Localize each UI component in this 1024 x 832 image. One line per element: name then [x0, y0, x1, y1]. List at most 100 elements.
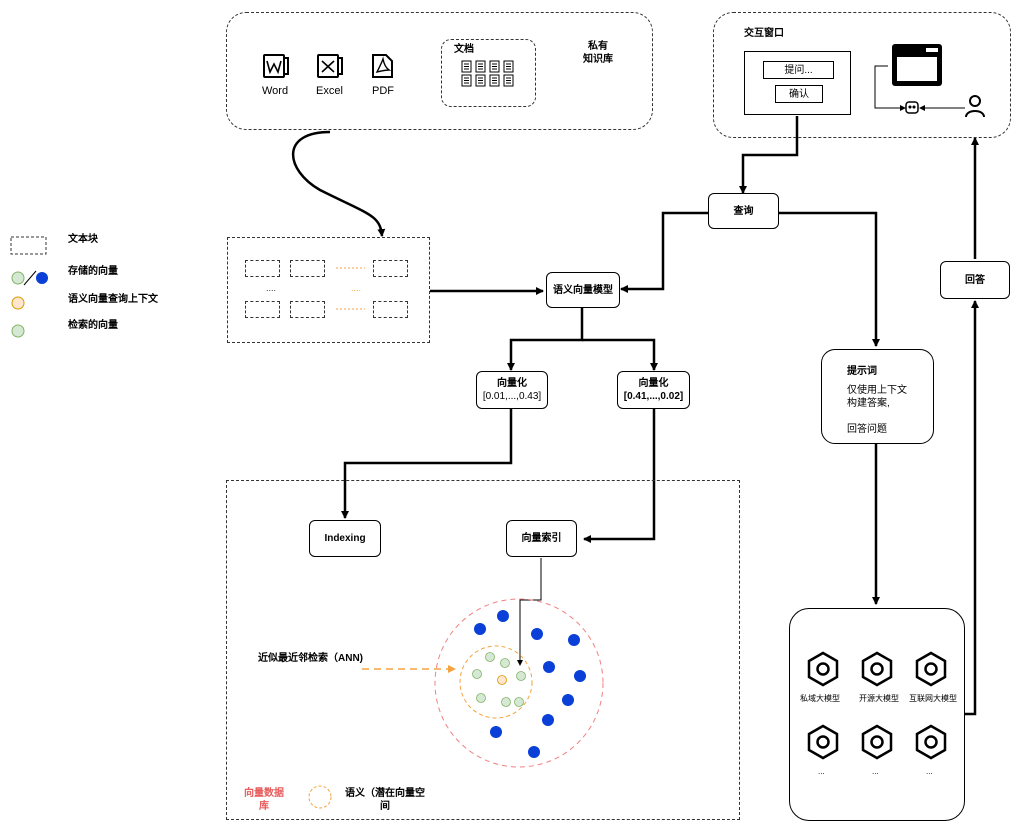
prompt-body: 仅使用上下文 构建答案, 回答问题 [847, 385, 907, 435]
text-chunk [245, 260, 280, 277]
model-label-internet: 互联网大模型 [909, 694, 957, 703]
legend-stored-green-dot [11, 271, 25, 285]
query-to-prompt-arrow [779, 211, 880, 347]
browser-window-icon [892, 44, 942, 86]
stored-vector-dot [497, 610, 509, 622]
vector-right-to-index-arrow [583, 409, 656, 543]
confirm-button[interactable]: 确认 [775, 85, 823, 103]
model-icons [807, 651, 947, 760]
text-chunk [290, 260, 325, 277]
stored-vector-dot [568, 634, 580, 646]
vector-index-box: 向量索引 [506, 520, 577, 557]
ask-button[interactable]: 提问... [763, 61, 834, 79]
private-kb-label: 私有 知识库 [583, 41, 613, 65]
chunk-ellipsis: .... [266, 283, 277, 293]
retrieved-vector-dot [472, 669, 482, 679]
vector-left-to-indexing-arrow [341, 409, 513, 519]
stored-vector-dot [490, 726, 502, 738]
llm-hexagon-icon [861, 724, 893, 760]
models-to-answer-arrow [965, 300, 979, 716]
query-vector-dot [497, 675, 507, 685]
sources-to-chunks-arrow [291, 130, 386, 237]
excel-icon [317, 54, 343, 78]
stored-vector-dot [542, 714, 554, 726]
model-label-private: 私域大模型 [800, 694, 840, 703]
documents-title: 文档 [454, 44, 474, 55]
vectorize-right-box: 向量化 [0.41,...,0.02] [617, 371, 690, 409]
pdf-icon [372, 54, 393, 78]
legend-stored-blue-dot [36, 272, 48, 284]
word-label: Word [262, 85, 289, 97]
window-to-bot-connector [874, 65, 906, 111]
vectorize-left-title: 向量化 [497, 378, 527, 389]
legend-retrieved-vector-label: 检索的向量 [68, 320, 118, 331]
stored-vector-dot [474, 623, 486, 635]
legend-text-block-label: 文本块 [68, 234, 98, 245]
stored-vectors [474, 610, 586, 758]
model-label-more: ... [872, 767, 879, 776]
stored-vector-dot [562, 694, 574, 706]
documents-group [441, 39, 536, 107]
model-to-vector-left-arrow [507, 308, 584, 371]
indexing-box: Indexing [309, 520, 381, 557]
document-icon [489, 60, 500, 73]
excel-label: Excel [316, 85, 343, 97]
legend-stored-vector-label: 存储的向量 [68, 266, 118, 277]
legend-query-context-label: 语义向量查询上下文 [68, 294, 158, 305]
sources-container [226, 12, 653, 130]
interaction-window-title: 交互窗口 [744, 28, 784, 39]
document-icon [489, 74, 500, 87]
ann-label: 近似最近邻检索（ANN) [258, 653, 363, 664]
retrieved-vector-dot [516, 671, 526, 681]
semantic-space-legend-circle [308, 785, 332, 809]
document-icons [461, 60, 514, 87]
vectorize-left-value: [0.01,...,0.43] [482, 391, 542, 402]
document-icon [461, 60, 472, 73]
legend-retrieved-dot [11, 324, 25, 338]
retrieved-vector-dot [485, 652, 495, 662]
vector-space-circle [434, 598, 604, 768]
vectorize-right-title: 向量化 [638, 378, 669, 389]
user-icon [965, 95, 985, 118]
vectorize-right-value: [0.41,...,0.02] [623, 391, 684, 402]
stored-vector-dot [543, 661, 555, 673]
text-chunk [373, 301, 408, 318]
document-icon [503, 60, 514, 73]
stored-vector-dot [531, 628, 543, 640]
model-label-open-source: 开源大模型 [859, 694, 899, 703]
models-container [789, 608, 965, 821]
model-to-vector-right-arrow [582, 338, 658, 371]
vector-db-label: 向量数据 库 [244, 788, 284, 812]
query-to-model-arrow [620, 211, 708, 293]
prompt-box: 提示词 仅使用上下文 构建答案, 回答问题 [821, 349, 934, 444]
legend-text-block-swatch [10, 236, 47, 255]
query-context-circle [459, 645, 533, 719]
stored-vector-dot [574, 670, 586, 682]
llm-hexagon-icon [915, 651, 947, 687]
retrieved-vector-dot [500, 658, 510, 668]
word-icon [263, 54, 289, 78]
interaction-window-container [713, 12, 1011, 138]
interaction-panel [744, 51, 851, 115]
retrieved-vector-dot [514, 697, 524, 707]
document-icon [475, 60, 486, 73]
pdf-label: PDF [372, 85, 394, 97]
document-icon [475, 74, 486, 87]
document-icon [461, 74, 472, 87]
window-to-query-arrow [739, 116, 799, 194]
vectorize-left-box: 向量化 [0.01,...,0.43] [476, 371, 548, 409]
embedding-model-box: 语义向量模型 [546, 272, 620, 308]
text-chunk [245, 301, 280, 318]
prompt-title: 提示词 [847, 366, 877, 377]
vector-db-container [226, 480, 740, 820]
query-box: 查询 [708, 193, 779, 229]
legend-query-dot [11, 296, 25, 310]
llm-hexagon-icon [915, 724, 947, 760]
model-label-more: ... [926, 767, 933, 776]
text-chunks-container [227, 237, 430, 343]
retrieved-vector-dot [501, 697, 511, 707]
stored-vector-dot [528, 746, 540, 758]
llm-hexagon-icon [861, 651, 893, 687]
answer-box: 回答 [940, 261, 1010, 299]
